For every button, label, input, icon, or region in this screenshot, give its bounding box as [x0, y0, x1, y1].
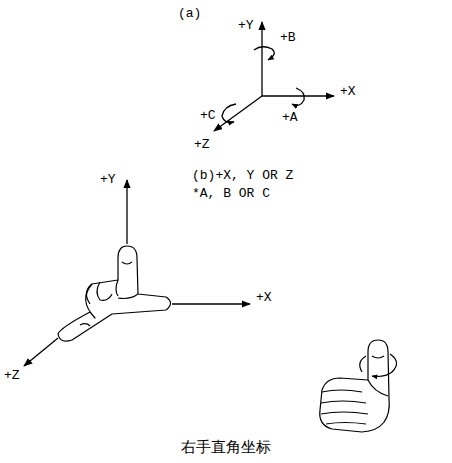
right-fist	[320, 340, 397, 432]
axes-b	[24, 180, 250, 366]
axis-label: +Z	[4, 368, 20, 384]
axis-label: +C	[200, 108, 216, 124]
left-hand	[58, 246, 171, 341]
axis-label: +Y	[238, 18, 254, 34]
axis-label: +A	[282, 110, 298, 126]
figure-note: (b)+X, Y OR Z	[192, 168, 293, 184]
axis-label: +B	[280, 30, 296, 46]
axis-label: +X	[256, 290, 272, 306]
caption: 右手直角坐标	[181, 438, 271, 456]
axis-label: +Y	[100, 172, 116, 188]
figure-note: *A, B OR C	[192, 186, 270, 202]
axis-label: +X	[340, 84, 356, 100]
figure-note: (a)	[178, 6, 201, 22]
axes-a	[214, 22, 334, 131]
axis-label: +Z	[194, 137, 210, 153]
